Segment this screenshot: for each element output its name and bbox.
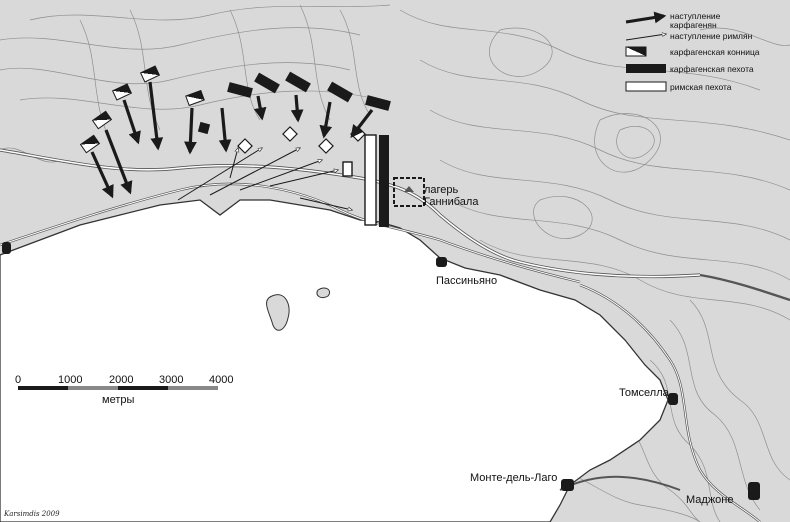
carthaginian-infantry-units (197, 71, 391, 135)
legend-carthaginian-cavalry: карфагенская конница (670, 47, 760, 57)
white-arrow-icon (625, 34, 666, 41)
scale-tick-0: 0 (15, 374, 21, 386)
scale-tick-3000: 3000 (159, 374, 183, 386)
label-tomsella: Томселла (619, 387, 670, 399)
legend-carthaginian-attack-line1: наступление (670, 11, 721, 21)
legend-roman-infantry: римская пехота (670, 82, 732, 92)
roman-infantry-icon (625, 81, 667, 92)
legend-roman-attack: наступление римлян (670, 31, 753, 41)
scale-tick-2000: 2000 (109, 374, 133, 386)
legend-carthaginian-infantry: карфагенская пехота (670, 64, 754, 74)
scale-unit-label: метры (102, 394, 134, 406)
label-magione: Маджоне (686, 494, 734, 506)
label-hannibal-camp-line1: лагерь (424, 184, 459, 196)
legend-item-roman-infantry: римская пехота (625, 81, 732, 92)
camp-icon (404, 186, 414, 192)
legend-item-roman-attack: наступление римлян (625, 31, 753, 41)
legend: наступление карфагенян наступление римля… (625, 11, 760, 92)
legend-item-carthaginian-infantry: карфагенская пехота (626, 64, 754, 74)
legend-item-carthaginian-cavalry: карфагенская конница (625, 46, 760, 57)
scale-bar: 0 1000 2000 3000 4000 метры (15, 374, 233, 406)
islet (316, 287, 331, 299)
scale-tick-1000: 1000 (58, 374, 82, 386)
roman-infantry-column (364, 134, 377, 226)
label-monte-del-lago: Монте-дель-Лаго (470, 472, 557, 484)
scale-tick-4000: 4000 (209, 374, 233, 386)
black-arrow-icon (625, 11, 667, 24)
legend-carthaginian-attack-line2: карфагенян (670, 20, 717, 30)
roads (0, 148, 790, 522)
lake-trasimeno (0, 199, 669, 522)
roman-unit (342, 161, 353, 177)
carthaginian-cavalry-units (79, 65, 205, 154)
carthaginian-infantry-column (379, 135, 389, 227)
author-signature: Karsimdis 2009 (3, 510, 60, 518)
infantry-icon (626, 64, 666, 73)
town-markers (2, 242, 760, 500)
island (266, 294, 290, 331)
label-hannibal-camp-line2: Ганнибала (424, 196, 479, 208)
cavalry-icon (625, 46, 647, 57)
hannibal-camp-marker (393, 177, 425, 207)
carthaginian-attack-arrows (90, 81, 374, 199)
roman-attack-arrows (177, 148, 352, 210)
legend-item-carthaginian-attack: наступление карфагенян (625, 11, 721, 30)
label-passignano: Пассиньяно (436, 275, 497, 287)
